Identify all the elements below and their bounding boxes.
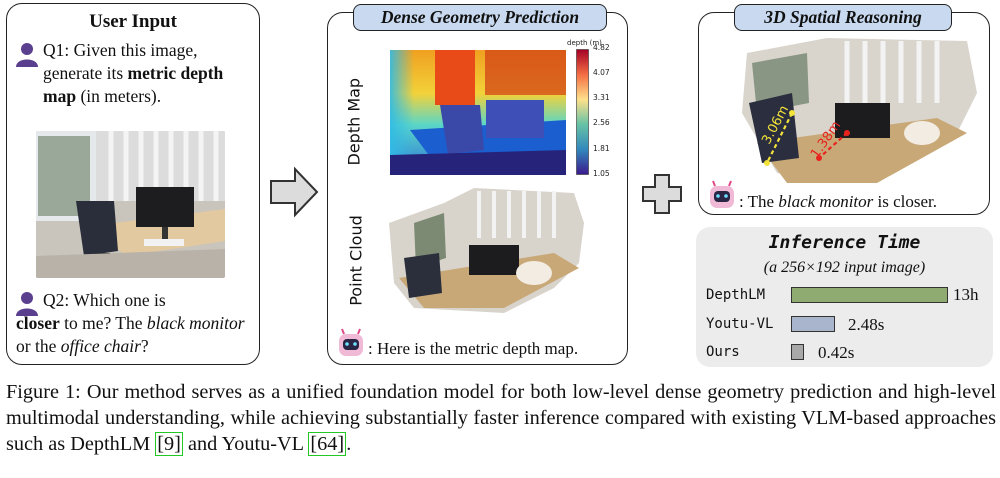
inference-title: Inference Time: [768, 232, 921, 253]
q1-suffix: (in meters).: [76, 86, 162, 106]
geometry-panel: Dense Geometry Prediction Depth Map Poin…: [327, 4, 628, 365]
bar-youtu-vl: [791, 316, 835, 332]
citation-youtu-vl[interactable]: [64]: [308, 432, 347, 456]
office-photo: [36, 131, 225, 278]
inference-time-panel: Inference Time (a 256×192 input image) D…: [696, 227, 993, 367]
geometry-title: Dense Geometry Prediction: [353, 4, 607, 31]
citation-depthlm[interactable]: [9]: [155, 432, 183, 456]
right-arrow-icon: [270, 166, 319, 218]
bar-depthlm: [791, 287, 948, 303]
robot-icon: [339, 328, 363, 356]
point-cloud-label: Point Cloud: [346, 215, 366, 306]
user-icon-2: [16, 292, 38, 316]
value-depthlm: 13h: [953, 285, 979, 304]
plus-icon: [642, 174, 682, 214]
value-ours: 0.42s: [818, 343, 855, 362]
method-label-depthlm: DepthLM: [706, 287, 766, 303]
q2-italic-chair: office chair: [60, 336, 141, 356]
value-youtu-vl: 2.48s: [848, 315, 885, 334]
method-label-ours: Ours: [706, 344, 740, 360]
point-cloud-image: [389, 188, 584, 313]
q2-mid: to me? The: [59, 313, 147, 333]
spatial-scene-image: 3.06m 1.38m: [742, 38, 977, 183]
reasoning-answer: : The black monitor is closer.: [739, 192, 937, 212]
q1-text: Q1: Given this image, generate its: [43, 40, 198, 83]
user-icon: [16, 43, 38, 67]
q2-suffix: ?: [140, 336, 149, 356]
reasoning-title: 3D Spatial Reasoning: [734, 4, 952, 31]
bar-ours: [791, 344, 804, 360]
robot-icon: [710, 180, 734, 208]
q2-italic-monitor: black monitor: [146, 313, 245, 333]
q2-or: or the: [16, 336, 61, 356]
reasoning-answer-italic: black monitor: [778, 192, 874, 211]
reasoning-answer-suffix: is closer.: [873, 192, 938, 211]
user-input-panel: User Input Q1: Given this image, generat…: [6, 3, 260, 365]
method-label-youtu-vl: Youtu-VL: [706, 316, 774, 332]
caption-text-2: and Youtu-VL: [182, 433, 309, 455]
q1-bold: metric depth map: [43, 63, 224, 106]
caption-text-3: .: [346, 433, 352, 455]
depth-map-image: [390, 50, 566, 175]
user-input-title: User Input: [89, 11, 177, 32]
colorbar-title: depth (m): [567, 39, 602, 47]
colorbar-tick: 3.31: [593, 93, 610, 102]
reasoning-answer-prefix: : The: [739, 192, 779, 211]
question-1: Q1: Given this image, generate its metri…: [43, 39, 253, 108]
caption-text: Figure 1: Our method serves as a unified…: [6, 381, 996, 455]
question-2: Q2: Which one is: [43, 289, 255, 312]
colorbar-tick: 2.56: [593, 118, 610, 127]
q2-bold: closer: [16, 313, 60, 333]
geometry-answer: : Here is the metric depth map.: [368, 339, 579, 358]
colorbar-tick: 4.07: [593, 68, 610, 77]
depth-colorbar: [576, 49, 589, 175]
colorbar-tick: 1.81: [593, 144, 610, 153]
figure-caption: Figure 1: Our method serves as a unified…: [6, 379, 996, 457]
colorbar-tick: 4.82: [593, 43, 610, 52]
colorbar-tick: 1.05: [593, 169, 610, 178]
q2-text: Q2: Which one is: [43, 290, 166, 310]
question-2-cont: closer to me? The black monitor or the o…: [16, 312, 256, 358]
inference-subtitle: (a 256×192 input image): [763, 259, 926, 276]
reasoning-panel: 3D Spatial Reasoning 3.06m 1.38m : The b…: [698, 4, 990, 215]
depth-map-label: Depth Map: [344, 77, 364, 166]
